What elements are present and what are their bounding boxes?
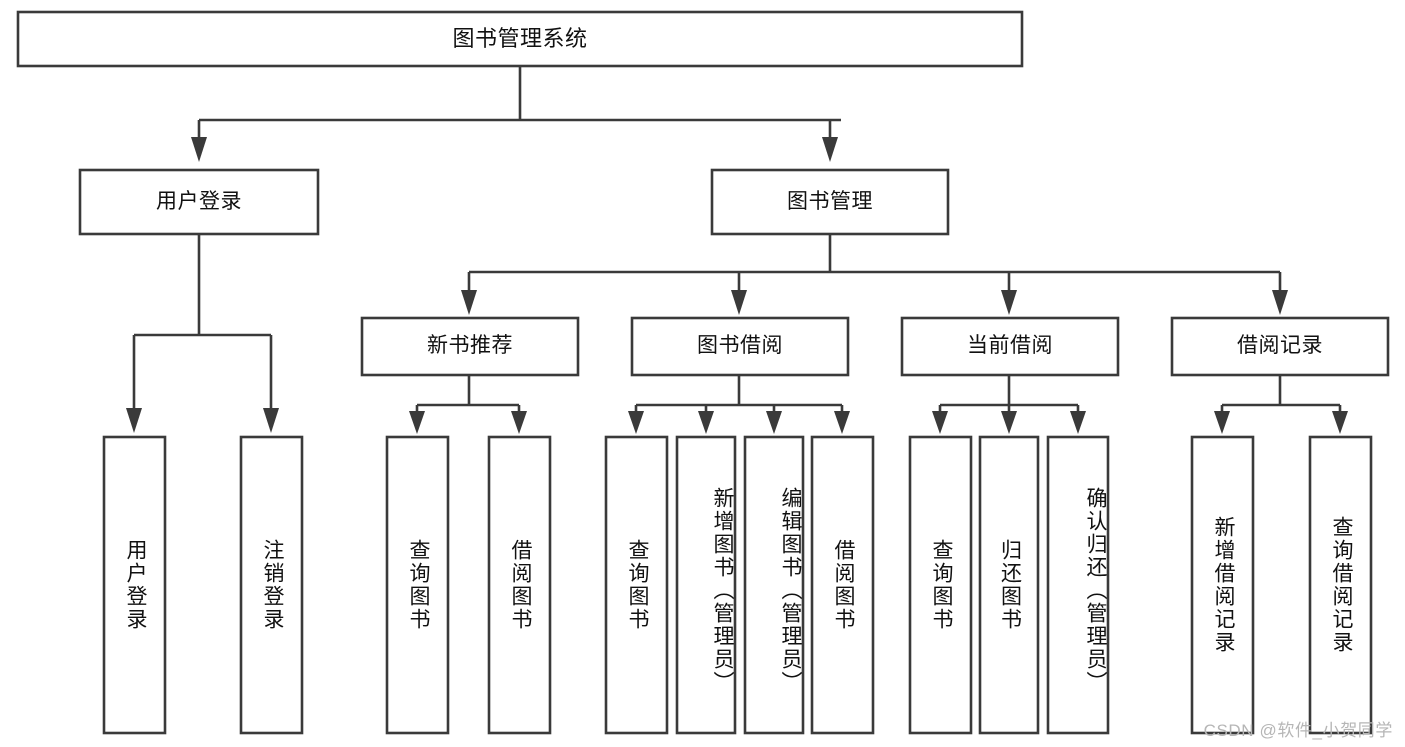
node-box-borrow-record[interactable]	[1170, 316, 1390, 377]
node-box-leaf-logout[interactable]	[239, 435, 304, 735]
node-box-leaf-borrow-book-2[interactable]	[810, 435, 875, 735]
connector-book-borrow-to-leaves	[628, 375, 850, 434]
connector-book-mgmt-to-level3	[461, 234, 1288, 315]
node-box-leaf-confirm-return[interactable]	[1046, 435, 1110, 735]
node-box-root[interactable]	[16, 10, 1024, 68]
node-box-book-mgmt[interactable]	[710, 168, 950, 236]
node-box-leaf-add-record[interactable]	[1190, 435, 1255, 735]
node-box-leaf-query-book-2[interactable]	[604, 435, 669, 735]
node-box-leaf-edit-book[interactable]	[743, 435, 805, 735]
node-box-leaf-query-record[interactable]	[1308, 435, 1373, 735]
node-box-leaf-user-login[interactable]	[102, 435, 167, 735]
node-box-current-borrow[interactable]	[900, 316, 1120, 377]
node-box-leaf-query-book-1[interactable]	[385, 435, 450, 735]
connector-new-book-rec-to-leaves	[409, 375, 527, 434]
node-box-leaf-return-book[interactable]	[978, 435, 1040, 735]
node-box-new-book-rec[interactable]	[360, 316, 580, 377]
node-box-leaf-add-book[interactable]	[675, 435, 737, 735]
node-box-user-login[interactable]	[78, 168, 320, 236]
node-box-leaf-borrow-book-1[interactable]	[487, 435, 552, 735]
connector-borrow-record-to-leaves	[1214, 375, 1348, 434]
node-box-leaf-query-book-3[interactable]	[908, 435, 973, 735]
connector-user-login-to-leaves	[126, 234, 279, 433]
node-box-book-borrow[interactable]	[630, 316, 850, 377]
connector-current-borrow-to-leaves	[932, 375, 1086, 434]
connector-root-to-level2	[191, 66, 841, 162]
